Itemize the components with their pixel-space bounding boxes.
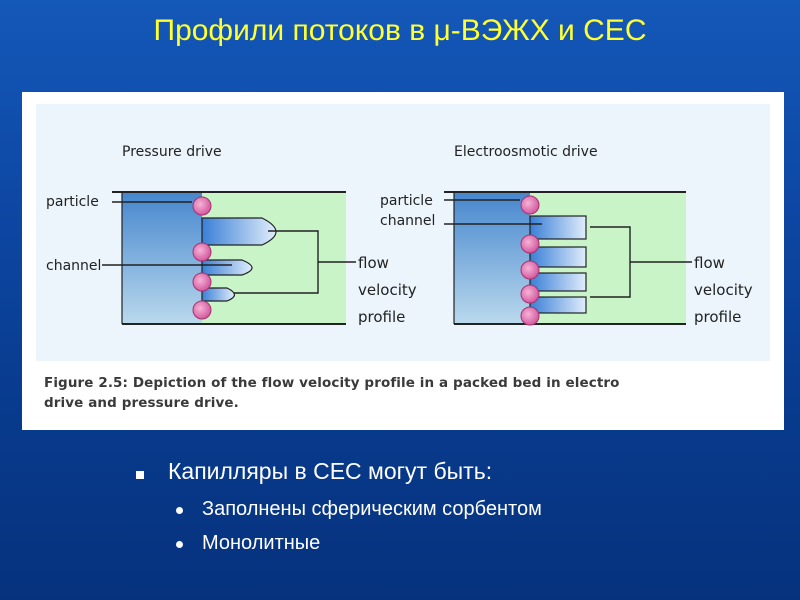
sub-bullet: Монолитные <box>130 532 542 562</box>
left-particle-label: particle <box>46 194 99 210</box>
particle-icon <box>520 195 540 215</box>
particle-icon <box>520 306 540 326</box>
left-channel-label: channel <box>46 258 101 274</box>
right-profile-label-1: flow <box>694 254 725 272</box>
figure-caption-line-2: drive and pressure drive. <box>44 395 239 411</box>
particle-icon <box>192 196 212 216</box>
sub-bullet-text: Монолитные <box>202 532 321 554</box>
right-flow-finger <box>529 215 587 240</box>
sub-bullet: Заполнены сферическим сорбентом <box>130 498 542 528</box>
particle-icon <box>520 260 540 280</box>
electroosmotic-drive-diagram <box>444 191 692 326</box>
right-flow-region <box>454 192 530 324</box>
dot-bullet-icon <box>176 541 183 548</box>
left-flow-finger <box>201 287 236 302</box>
right-channel-label: channel <box>380 213 435 229</box>
particle-icon <box>520 284 540 304</box>
pressure-drive-diagram <box>102 191 356 325</box>
right-flow-finger <box>529 272 587 292</box>
left-profile-label-3: profile <box>358 308 405 326</box>
left-flow-finger <box>201 217 277 246</box>
left-flow-finger <box>201 259 253 276</box>
figure-caption-line-1: Figure 2.5: Depiction of the flow veloci… <box>44 375 620 391</box>
square-bullet-icon <box>136 471 144 479</box>
main-bullet-text: Капилляры в СЕС могут быть: <box>168 458 493 484</box>
left-flow-region <box>122 192 202 324</box>
particle-icon <box>192 300 212 320</box>
particle-icon <box>520 234 540 254</box>
figure-caption: Figure 2.5: Depiction of the flow veloci… <box>44 373 774 413</box>
left-profile-label-1: flow <box>358 254 389 272</box>
left-profile-label-2: velocity <box>358 281 417 299</box>
left-panel-title: Pressure drive <box>122 144 222 160</box>
right-particle-label: particle <box>380 193 433 209</box>
bullet-list: Капилляры в СЕС могут быть: Заполнены сф… <box>130 458 542 562</box>
right-profile-label-2: velocity <box>694 281 753 299</box>
right-flow-finger <box>529 246 587 268</box>
particle-icon <box>192 242 212 262</box>
main-bullet: Капилляры в СЕС могут быть: <box>130 458 542 494</box>
dot-bullet-icon <box>176 507 183 514</box>
right-flow-finger <box>529 296 587 314</box>
right-profile-label-3: profile <box>694 308 741 326</box>
sub-bullet-text: Заполнены сферическим сорбентом <box>202 498 542 520</box>
figure-image: Pressure drive particle channel <box>22 92 784 430</box>
right-panel-title: Electroosmotic drive <box>454 144 598 160</box>
slide-title: Профили потоков в μ-ВЭЖХ и СЕС <box>153 14 647 47</box>
particle-icon <box>192 272 212 292</box>
